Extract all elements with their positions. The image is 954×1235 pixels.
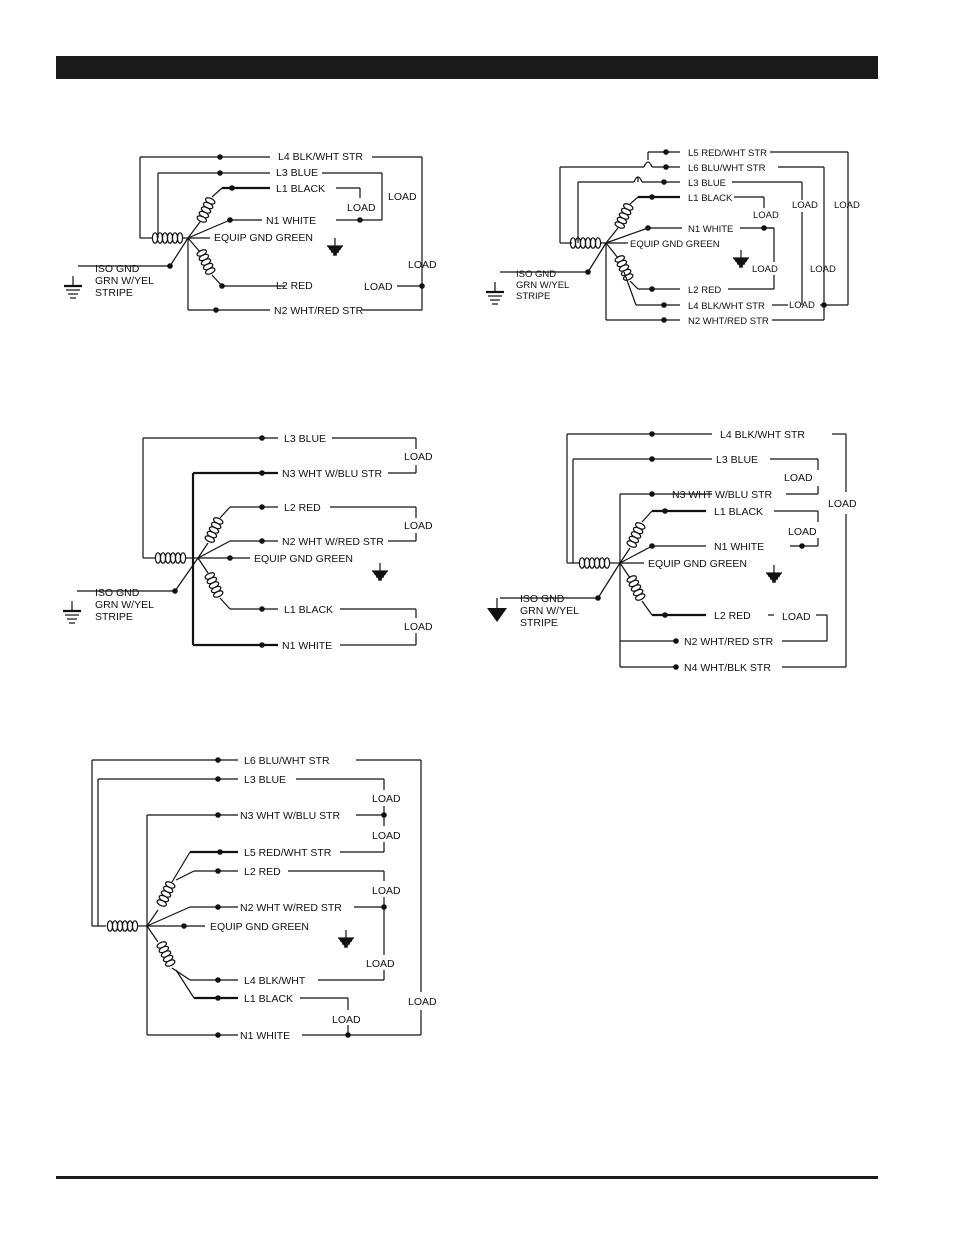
d4-load-3: LOAD <box>788 526 817 538</box>
d2-load-6: LOAD <box>789 300 815 311</box>
d4-iso-gnd-2: GRN W/YEL <box>520 605 579 617</box>
d5-wire-l1: L1 BLACK <box>244 993 293 1005</box>
d1-equip-gnd: EQUIP GND GREEN <box>214 232 313 244</box>
d1-wire-l3: L3 BLUE <box>276 167 318 179</box>
d3-load-2: LOAD <box>404 520 433 532</box>
d5-load-5: LOAD <box>408 996 437 1008</box>
d4-wire-n1: N1 WHITE <box>714 541 764 553</box>
d2-wire-l6: L6 BLU/WHT STR <box>688 163 766 174</box>
d1-wire-n1: N1 WHITE <box>266 215 316 227</box>
d2-load-5: LOAD <box>752 264 778 275</box>
d2-wire-l4: L4 BLK/WHT STR <box>688 301 765 312</box>
d4-wire-l2: L2 RED <box>714 610 751 622</box>
d2-wire-l1: L1 BLACK <box>688 193 733 204</box>
d2-wire-l5: L5 RED/WHT STR <box>688 148 767 159</box>
header-bar <box>56 56 878 79</box>
diagram-2: L5 RED/WHT STR L6 BLU/WHT STR L3 BLUE L1… <box>484 148 860 327</box>
d2-wire-n1: N1 WHITE <box>688 224 733 235</box>
d5-load-3: LOAD <box>372 885 401 897</box>
d5-load-2: LOAD <box>372 830 401 842</box>
d2-load-4: LOAD <box>810 264 836 275</box>
d5-wire-l5: L5 RED/WHT STR <box>244 847 332 859</box>
d3-equip-gnd: EQUIP GND GREEN <box>254 553 353 565</box>
d2-load-2: LOAD <box>792 200 818 211</box>
d2-equip-gnd: EQUIP GND GREEN <box>630 239 720 250</box>
d5-wire-l4: L4 BLK/WHT <box>244 975 306 987</box>
d2-wire-l3: L3 BLUE <box>688 178 726 189</box>
d1-wire-l4: L4 BLK/WHT STR <box>278 151 363 163</box>
d2-iso-gnd-1: ISO GND <box>516 269 556 280</box>
d3-iso-gnd-3: STRIPE <box>95 611 133 623</box>
d3-iso-gnd-1: ISO GND <box>95 587 140 599</box>
d5-equip-gnd: EQUIP GND GREEN <box>210 921 309 933</box>
d1-wire-l2: L2 RED <box>276 280 313 292</box>
diagram-4: L4 BLK/WHT STR L3 BLUE N3 WHT W/BLU STR … <box>487 429 857 674</box>
diagram-5: L6 BLU/WHT STR L3 BLUE N3 WHT W/BLU STR … <box>91 755 437 1042</box>
d2-wire-l2: L2 RED <box>688 285 721 296</box>
footer-rule <box>56 1176 878 1179</box>
d5-wire-l3: L3 BLUE <box>244 774 286 786</box>
d3-load-1: LOAD <box>404 451 433 463</box>
d4-wire-l1: L1 BLACK <box>714 506 763 518</box>
d5-wire-n1: N1 WHITE <box>240 1030 290 1042</box>
d1-iso-gnd-3: STRIPE <box>95 287 133 299</box>
d3-load-3: LOAD <box>404 621 433 633</box>
d2-iso-gnd-2: GRN W/YEL <box>516 280 569 291</box>
d1-load-4: LOAD <box>364 281 393 293</box>
d4-equip-gnd: EQUIP GND GREEN <box>648 558 747 570</box>
d4-iso-gnd-3: STRIPE <box>520 617 558 629</box>
d1-wire-n2: N2 WHT/RED STR <box>274 305 364 317</box>
d1-wire-l1: L1 BLACK <box>276 183 325 195</box>
d4-wire-l3: L3 BLUE <box>716 454 758 466</box>
d1-load-1: LOAD <box>388 191 417 203</box>
d1-load-2: LOAD <box>347 202 376 214</box>
d4-load-4: LOAD <box>782 611 811 623</box>
d4-load-2: LOAD <box>828 498 857 510</box>
d3-wire-n3: N3 WHT W/BLU STR <box>282 468 383 480</box>
d4-wire-l4: L4 BLK/WHT STR <box>720 429 805 441</box>
d4-wire-n3: N3 WHT W/BLU STR <box>672 489 773 501</box>
d2-iso-gnd-3: STRIPE <box>516 291 550 302</box>
d5-wire-n3: N3 WHT W/BLU STR <box>240 810 341 822</box>
d5-wire-l2: L2 RED <box>244 866 281 878</box>
d5-wire-l6: L6 BLU/WHT STR <box>244 755 330 767</box>
d3-wire-l1: L1 BLACK <box>284 604 333 616</box>
d5-load-4: LOAD <box>366 958 395 970</box>
d1-iso-gnd-1: ISO GND <box>95 263 140 275</box>
d5-load-1: LOAD <box>372 793 401 805</box>
d1-load-3: LOAD <box>408 259 437 271</box>
d3-wire-n1: N1 WHITE <box>282 640 332 652</box>
d3-wire-l2: L2 RED <box>284 502 321 514</box>
d3-wire-l3: L3 BLUE <box>284 433 326 445</box>
d1-iso-gnd-2: GRN W/YEL <box>95 275 154 287</box>
d2-load-3: LOAD <box>753 210 779 221</box>
diagram-3: L3 BLUE N3 WHT W/BLU STR L2 RED N2 WHT W… <box>61 433 433 652</box>
d4-wire-n4: N4 WHT/BLK STR <box>684 662 771 674</box>
d4-iso-gnd-1: ISO GND <box>520 593 565 605</box>
diagram-1: L4 BLK/WHT STR L3 BLUE L1 BLACK N1 WHITE… <box>62 151 437 317</box>
d2-wire-n2: N2 WHT/RED STR <box>688 316 769 327</box>
d3-iso-gnd-2: GRN W/YEL <box>95 599 154 611</box>
d5-load-6: LOAD <box>332 1014 361 1026</box>
d3-wire-n2: N2 WHT W/RED STR <box>282 536 384 548</box>
d2-load-1: LOAD <box>834 200 860 211</box>
d5-wire-n2: N2 WHT W/RED STR <box>240 902 342 914</box>
d4-load-1: LOAD <box>784 472 813 484</box>
d4-wire-n2: N2 WHT/RED STR <box>684 636 774 648</box>
